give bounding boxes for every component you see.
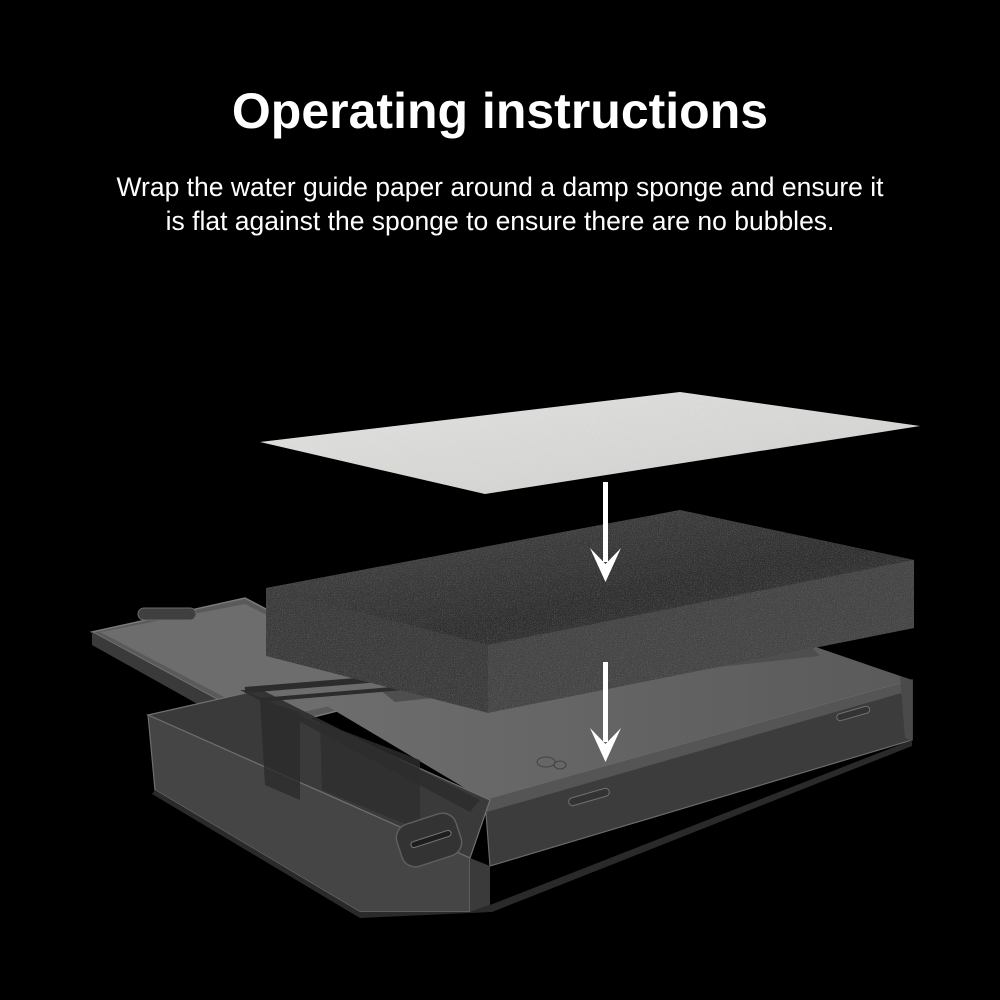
instruction-line-1: Wrap the water guide paper around a damp… (116, 172, 884, 202)
instruction-line-2: is flat against the sponge to ensure the… (165, 206, 835, 236)
down-arrow-icon (590, 662, 621, 762)
page-title: Operating instructions (231, 83, 769, 139)
water-guide-paper (260, 392, 920, 494)
box-latch-front (568, 787, 610, 807)
instruction-text: Wrap the water guide paper around a damp… (60, 170, 940, 238)
box-latch-right (836, 705, 871, 722)
lid-latch (137, 607, 197, 621)
sponge (266, 510, 914, 713)
down-arrow-icon (590, 482, 621, 582)
logo-mark-icon (536, 756, 567, 770)
